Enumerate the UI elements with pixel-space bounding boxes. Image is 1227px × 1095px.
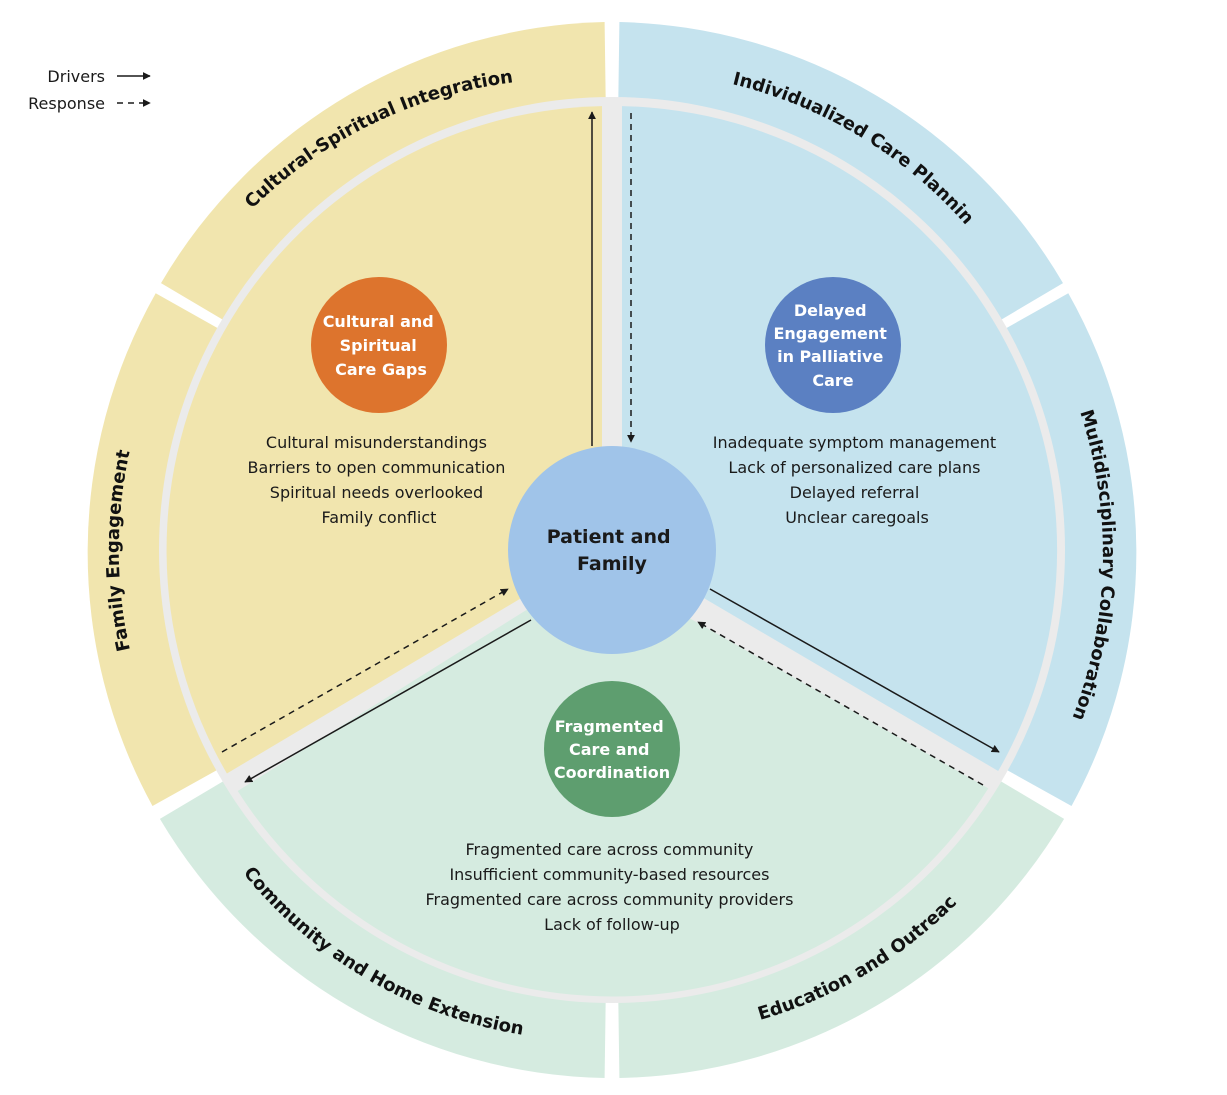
panel-delayed	[622, 106, 1058, 772]
driver-arrow-multidisciplinary	[709, 588, 1000, 753]
center-patient-and-family: Patient and Family	[508, 446, 716, 654]
issue-list-cultural: Cultural misunderstandings Barriers to o…	[248, 433, 511, 527]
theme-title-cultural: Cultural and Spiritual Care Gaps	[323, 312, 440, 379]
center-title: Patient and Family	[547, 526, 678, 575]
theme-title-delayed: Delayed Engagement in Palliative Care	[773, 301, 892, 390]
theme-title-fragmented: Fragmented Care and Coordination	[554, 717, 670, 782]
legend-response-label: Response	[28, 94, 105, 113]
theme-cultural-spiritual-care-gaps: Cultural and Spiritual Care Gaps	[311, 277, 447, 413]
issue-list-fragmented: Fragmented care across community Insuffi…	[425, 840, 798, 934]
legend: Drivers Response	[28, 67, 151, 113]
driver-arrow-community	[244, 619, 532, 783]
legend-drivers-label: Drivers	[47, 67, 105, 86]
center-circle	[508, 446, 716, 654]
theme-fragmented-care: Fragmented Care and Coordination	[544, 681, 680, 817]
theme-circle-delayed	[765, 277, 901, 413]
issue-list-delayed: Inadequate symptom management Lack of pe…	[713, 433, 1002, 527]
panel-cultural	[166, 106, 603, 774]
arrows	[221, 111, 1000, 786]
theme-circle-fragmented	[544, 681, 680, 817]
theme-delayed-engagement: Delayed Engagement in Palliative Care	[765, 277, 901, 413]
theme-circle-cultural	[311, 277, 447, 413]
